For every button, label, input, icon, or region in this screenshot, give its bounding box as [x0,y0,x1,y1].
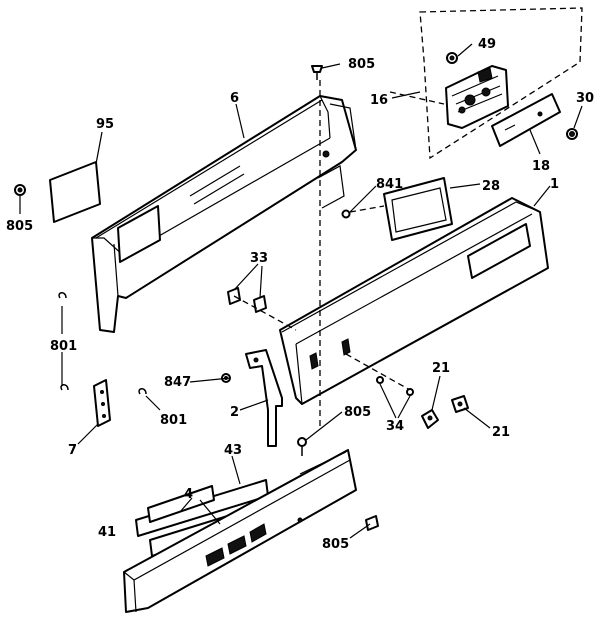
part-18-clock-lens [491,93,561,147]
leader-lines [19,43,583,539]
callout-43: 43 [224,443,242,458]
part-30-knob [566,128,578,140]
assembly-line-841 [349,205,385,213]
callout-21-b: 21 [492,425,510,440]
callout-30: 30 [576,91,594,106]
callout-847: 847 [164,375,191,390]
callout-28: 28 [482,179,500,194]
part-841-screw [341,209,351,219]
part-6-backguard [91,95,357,333]
callout-16: 16 [370,93,388,108]
part-21-knob-a [421,409,439,429]
callout-6: 6 [230,91,239,106]
callout-841: 841 [376,177,403,192]
callout-34: 34 [386,419,404,434]
part-801-clip-a [58,292,67,299]
callout-801-mid: 801 [160,413,187,428]
callout-41: 41 [98,525,116,540]
part-33-clips [227,263,267,313]
part-2-bracket [245,349,283,447]
callout-805-left: 805 [6,219,33,234]
callout-18: 18 [532,159,550,174]
clock-assembly-outline [419,7,583,160]
part-49-screw [446,52,458,64]
callout-7: 7 [68,443,77,458]
callout-2: 2 [230,405,239,420]
callout-805-mid: 805 [344,405,371,420]
part-28-window [383,177,453,241]
part-805-screw-mid [297,437,307,456]
part-7-bracket [93,379,111,427]
assembly-line-34 [345,353,411,391]
callout-805-bottom: 805 [322,537,349,552]
assembly-line-33 [233,295,297,331]
part-34-clips [376,376,414,396]
callout-49: 49 [478,37,496,52]
part-801-clip-b [60,384,69,391]
callout-95: 95 [96,117,114,132]
part-805-screw-bottom [365,515,379,531]
part-1-control-panel [279,197,549,405]
part-805-screw-left [14,184,26,196]
part-95-plate [49,161,101,223]
part-805-screw-top [311,65,323,80]
callout-4: 4 [184,487,193,502]
callout-33: 33 [250,251,268,266]
callout-801-left: 801 [50,339,77,354]
part-41-lower-panel [123,449,357,613]
callout-1: 1 [550,177,559,192]
part-801-clip-c [138,388,147,395]
callout-21-a: 21 [432,361,450,376]
part-16-clock-module [445,65,509,129]
assembly-line-16 [389,91,445,105]
callout-805-top: 805 [348,57,375,72]
